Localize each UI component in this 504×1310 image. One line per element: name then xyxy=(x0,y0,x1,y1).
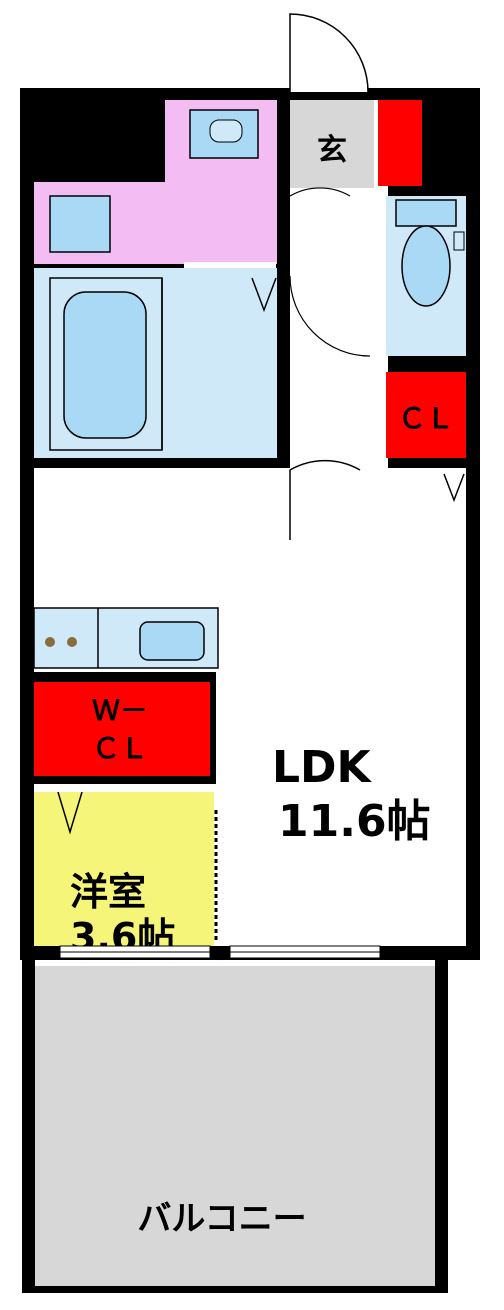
walk-in-closet-label-2: ＣＬ xyxy=(92,732,148,765)
closet-door xyxy=(443,473,465,503)
toilet-room xyxy=(386,196,466,356)
hall-door-swing xyxy=(289,187,351,197)
ldk-size: 11.6帖 xyxy=(278,796,431,847)
shoe-closet xyxy=(378,100,422,186)
ldk-door xyxy=(289,459,361,540)
entrance: 玄 xyxy=(289,13,374,188)
balcony: バルコニー xyxy=(22,956,448,1293)
bathroom xyxy=(34,262,277,458)
closet: ＣＬ xyxy=(386,372,466,458)
bath-door-swing xyxy=(289,275,371,357)
ldk-label: LDK xyxy=(272,742,373,793)
balcony-label: バルコニー xyxy=(137,1199,306,1239)
toilet-icon xyxy=(401,225,451,307)
front-door xyxy=(289,13,369,93)
kitchen-counter xyxy=(33,607,219,669)
closet-label: ＣＬ xyxy=(398,402,454,435)
wall-block xyxy=(20,88,165,183)
walk-in-closet: Ｗ－ ＣＬ xyxy=(34,672,216,784)
balcony-windows xyxy=(59,945,381,959)
washroom xyxy=(34,100,277,264)
washing-machine-icon xyxy=(49,195,111,253)
western-room-title: 洋室 xyxy=(70,870,146,914)
bathtub-icon xyxy=(63,291,147,439)
entrance-label: 玄 xyxy=(317,133,347,168)
walk-in-closet-label-1: Ｗ－ xyxy=(92,694,148,727)
stove-icon xyxy=(45,637,77,647)
sink-icon xyxy=(139,621,205,661)
